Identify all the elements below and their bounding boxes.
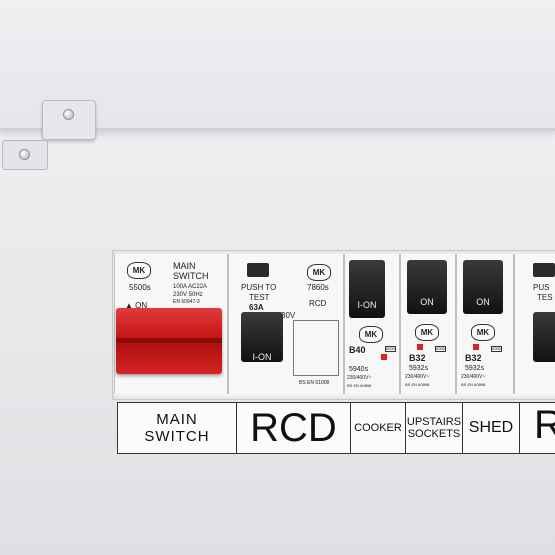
label-main-line-2: SWITCH xyxy=(144,428,210,445)
module-title-2: SWITCH xyxy=(173,271,209,281)
second-rcd-module: PUS TES xyxy=(514,254,555,394)
label-upstairs-line-1: UPSTAIRS xyxy=(406,416,462,428)
mk-logo: MK xyxy=(471,324,495,341)
label-shed: SHED xyxy=(463,403,520,453)
push-to-label: PUSH TO xyxy=(241,283,277,292)
upstairs-mcb: ON MK B32 5932s 230/400V~ BS EN 60898 60… xyxy=(400,254,456,394)
screw-icon xyxy=(63,109,74,120)
upstairs-rocker[interactable]: ON xyxy=(407,260,447,314)
label-rcd-2: R xyxy=(520,403,555,453)
model-number: 5940s xyxy=(349,366,369,373)
label-shed-text: SHED xyxy=(468,419,514,436)
label-rcd: RCD xyxy=(237,403,351,453)
capacity-box: 6000 xyxy=(385,346,396,352)
hinge-tab xyxy=(2,140,48,170)
push-to-label: PUS xyxy=(533,283,550,292)
mk-logo: MK xyxy=(359,326,383,343)
test-button[interactable] xyxy=(533,263,555,277)
label-cooker: COOKER xyxy=(351,403,406,453)
circuit-label-bar: MAIN SWITCH RCD COOKER UPSTAIRS SOCKETS … xyxy=(117,402,555,454)
current-rating: 63A xyxy=(249,303,264,312)
status-indicator xyxy=(381,354,387,360)
test-button[interactable] xyxy=(247,263,269,277)
mcb-rating: B32 xyxy=(465,353,482,363)
sensitivity: 30V xyxy=(281,311,296,320)
voltage-text: 230/400V~ xyxy=(347,375,372,381)
on-mark: ▲ ON xyxy=(125,301,148,310)
label-main-line-1: MAIN xyxy=(156,411,198,428)
voltage-text: 230V 50Hz xyxy=(173,292,203,298)
rcd-type: RCD xyxy=(309,299,327,308)
mk-logo: MK xyxy=(127,262,151,279)
shed-mcb: ON MK B32 5932s 230/400V~ BS EN 60898 60… xyxy=(456,254,514,394)
capacity-box: 6000 xyxy=(491,346,502,352)
rcd-rocker[interactable]: I-ON xyxy=(241,312,283,362)
screw-icon xyxy=(19,149,30,160)
shed-rocker[interactable]: ON xyxy=(463,260,503,314)
label-rcd-2-text: R xyxy=(534,403,555,447)
cooker-rocker[interactable]: I-ON xyxy=(349,260,385,318)
module-title-1: MAIN xyxy=(173,261,196,271)
model-number: 5932s xyxy=(409,365,429,372)
capacity-box: 6000 xyxy=(435,346,446,352)
mcb-rating: B32 xyxy=(409,353,426,363)
status-indicator xyxy=(473,344,479,350)
model-number: 5932s xyxy=(465,365,485,372)
label-cooker-text: COOKER xyxy=(354,422,402,434)
cooker-mcb: I-ON MK B40 5940s 230/400V~ BS EN 60898 … xyxy=(344,254,400,394)
circuit-diagram-icon xyxy=(293,320,339,376)
mk-logo: MK xyxy=(307,264,331,281)
label-upstairs-line-2: SOCKETS xyxy=(407,428,461,440)
mk-logo: MK xyxy=(415,324,439,341)
test-label: TES xyxy=(537,293,553,302)
on-mark-text: ON xyxy=(135,301,148,310)
handle-groove xyxy=(116,338,222,343)
status-indicator xyxy=(417,344,423,350)
hinge-plate xyxy=(42,100,96,140)
voltage-text: 230/400V~ xyxy=(405,374,430,380)
standard-text: EN 60947-3 xyxy=(173,299,200,305)
standard-text: BS EN 60898 xyxy=(405,382,430,387)
voltage-text: 230/400V~ xyxy=(461,374,486,380)
rating-text: 100A AC22A xyxy=(173,284,208,290)
test-label: TEST xyxy=(249,293,270,302)
model-number: 7860s xyxy=(307,283,329,292)
label-rcd-text: RCD xyxy=(250,405,337,450)
rcd-rocker[interactable] xyxy=(533,312,555,362)
standard-text: BS EN 60898 xyxy=(347,383,372,388)
rcd-module: PUSH TO TEST MK 7860s RCD 63A 30V I-ON B… xyxy=(228,254,344,394)
mcb-rating: B40 xyxy=(349,345,366,355)
standard-text: BS EN 61008 xyxy=(299,380,330,386)
model-number: 5500s xyxy=(129,283,151,292)
label-main-switch: MAIN SWITCH xyxy=(118,403,237,453)
standard-text: BS EN 60898 xyxy=(461,382,486,387)
label-upstairs-sockets: UPSTAIRS SOCKETS xyxy=(406,403,463,453)
